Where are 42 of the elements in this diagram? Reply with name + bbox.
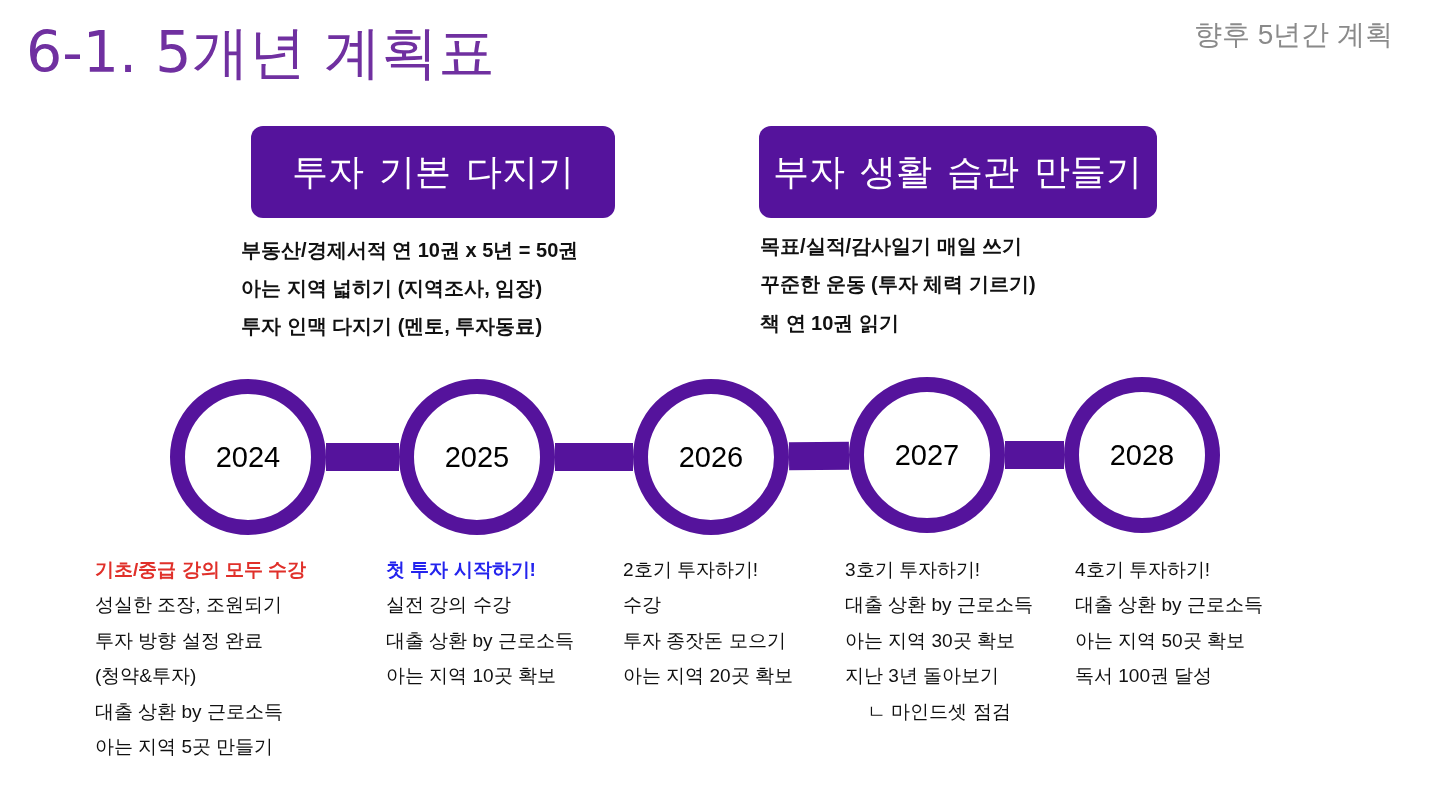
plan-item: 아는 지역 50곳 확보 — [1075, 628, 1245, 653]
year-circle: 2024 — [170, 379, 326, 535]
connector-bar — [788, 441, 850, 471]
plan-item: 아는 지역 20곳 확보 — [623, 664, 793, 689]
plan-item: 목표/실적/감사일기 매일 쓰기 — [760, 233, 1023, 259]
year-circle: 2028 — [1064, 377, 1220, 533]
plan-item: 꾸준한 운동 (투자 체력 기르기) — [760, 272, 1036, 297]
plan-item: 수강 — [623, 593, 661, 618]
plan-item: 아는 지역 10곳 확보 — [386, 664, 556, 689]
phase-banner: 부자 생활 습관 만들기 — [759, 126, 1157, 218]
plan-item: 실전 강의 수강 — [386, 593, 511, 618]
plan-item: 기초/중급 강의 모두 수강 — [95, 558, 307, 582]
plan-item: 대출 상환 by 근로소득 — [1075, 593, 1263, 618]
plan-item: 대출 상환 by 근로소득 — [95, 699, 283, 724]
plan-item: 성실한 조장, 조원되기 — [95, 593, 282, 618]
plan-item: 독서 100권 달성 — [1075, 664, 1213, 689]
plan-item: 투자 인맥 다지기 (멘토, 투자동료) — [241, 313, 543, 339]
phase-banner: 투자 기본 다지기 — [251, 126, 615, 218]
plan-item: 아는 지역 30곳 확보 — [845, 628, 1015, 653]
plan-item: 투자 방향 설정 완료 — [95, 628, 263, 653]
plan-item: 2호기 투자하기! — [623, 558, 759, 582]
connector-bar — [555, 443, 633, 471]
connector-bar — [1005, 441, 1064, 469]
plan-item: 부동산/경제서적 연 10권 x 5년 = 50권 — [241, 237, 579, 263]
plan-item: 첫 투자 시작하기! — [386, 558, 536, 582]
plan-item: 3호기 투자하기! — [845, 558, 981, 582]
year-circle: 2025 — [399, 379, 555, 535]
connector-bar — [326, 443, 399, 471]
plan-item: 책 연 10권 읽기 — [760, 310, 899, 336]
plan-item: 투자 종잣돈 모으기 — [623, 628, 786, 653]
slide-title: 6-1. 5개년 계획표 — [26, 18, 495, 87]
plan-item: 지난 3년 돌아보기 — [845, 664, 1000, 689]
plan-item: 대출 상환 by 근로소득 — [845, 593, 1033, 618]
year-circle: 2026 — [633, 379, 789, 535]
plan-item: 대출 상환 by 근로소득 — [386, 628, 574, 653]
plan-item: 4호기 투자하기! — [1075, 558, 1211, 582]
plan-item: ㄴ 마인드셋 점검 — [867, 699, 1011, 724]
year-circle: 2027 — [849, 377, 1005, 533]
slide-subtitle: 향후 5년간 계획 — [1193, 18, 1393, 52]
plan-item: 아는 지역 5곳 만들기 — [95, 735, 274, 759]
plan-item: 아는 지역 넓히기 (지역조사, 임장) — [241, 275, 543, 301]
plan-item: (청약&투자) — [95, 664, 197, 689]
